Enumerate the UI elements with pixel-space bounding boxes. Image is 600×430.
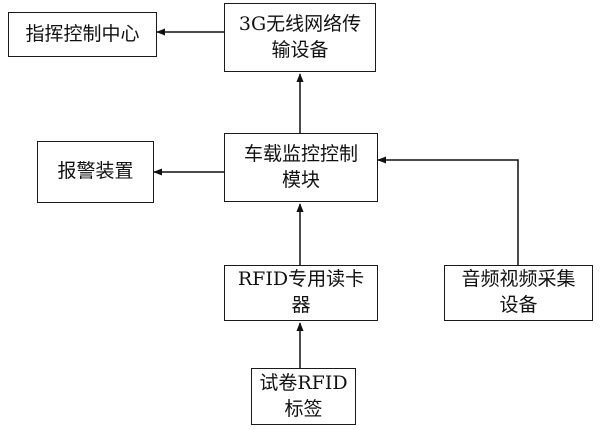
- wireless-3g-label-line1: 3G无线网络传: [238, 12, 362, 35]
- command-center-box: 指挥控制中心: [8, 12, 157, 57]
- av-capture-label-line2: 设备: [499, 294, 538, 316]
- rfid-tag-box: 试卷RFID 标签: [251, 368, 356, 425]
- rfid-tag-label-line2: 标签: [284, 397, 323, 420]
- rfid-reader-label-line2: 器: [291, 294, 311, 316]
- rfid-reader-label-line1: RFID专用读卡: [237, 268, 365, 291]
- rfid-tag-label-line1: 试卷RFID: [259, 371, 348, 394]
- rfid-reader-box: RFID专用读卡 器: [224, 265, 378, 321]
- alarm-box: 报警装置: [37, 141, 154, 203]
- vehicle-control-label-line2: 模块: [281, 168, 320, 191]
- wireless-3g-label-line2: 输设备: [271, 38, 329, 61]
- av-capture-box: 音频视频采集 设备: [444, 265, 593, 321]
- command-center-label: 指挥控制中心: [25, 22, 140, 45]
- wireless-3g-box: 3G无线网络传 输设备: [224, 3, 376, 72]
- alarm-label: 报警装置: [57, 160, 134, 183]
- arrow-av-to-control: [377, 156, 519, 265]
- vehicle-control-box: 车载监控控制 模块: [224, 133, 378, 202]
- vehicle-control-label-line1: 车载监控控制: [243, 142, 358, 165]
- av-capture-label-line1: 音频视频采集: [461, 268, 576, 291]
